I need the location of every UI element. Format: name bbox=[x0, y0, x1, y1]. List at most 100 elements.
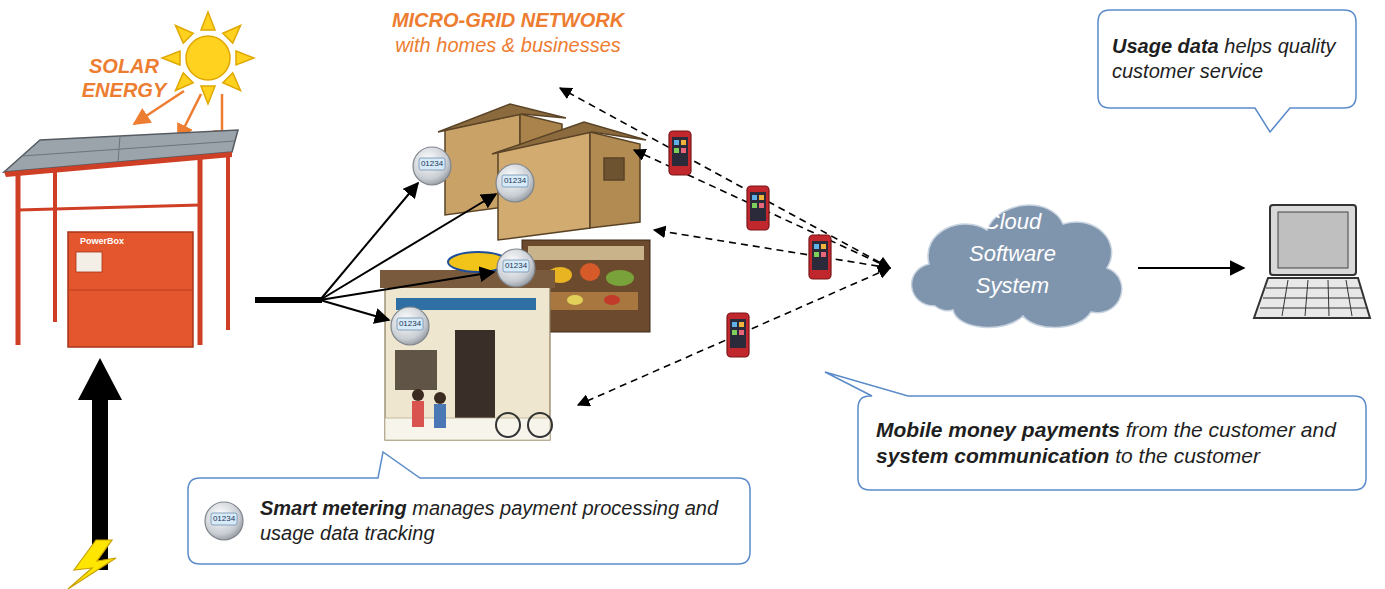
meter-reading: 01234 bbox=[397, 318, 423, 330]
phone-body bbox=[727, 313, 749, 357]
cloud-text: Cloud Software System bbox=[969, 209, 1056, 298]
callout-outline bbox=[188, 452, 750, 564]
shop-fence bbox=[385, 418, 550, 440]
callout-box: Smart metering manages payment processin… bbox=[188, 478, 750, 564]
bicycle-wheel bbox=[496, 413, 520, 437]
smart-meter bbox=[496, 164, 534, 202]
phone-app bbox=[739, 322, 744, 327]
stall-counter bbox=[548, 292, 638, 310]
phone-app bbox=[821, 252, 826, 257]
kiosk-post bbox=[16, 172, 21, 345]
shop-door bbox=[455, 330, 495, 430]
stall-awning bbox=[528, 246, 644, 260]
callout-outline bbox=[825, 372, 1366, 490]
child-figure bbox=[412, 389, 424, 401]
communication-arrow bbox=[578, 268, 890, 405]
key-row bbox=[1266, 288, 1360, 289]
cloud-shape: Cloud Software System bbox=[895, 178, 1130, 330]
cloud-outline bbox=[912, 205, 1122, 327]
supply-arrow bbox=[320, 194, 496, 300]
phone-body bbox=[669, 131, 691, 175]
mobile-phone bbox=[809, 235, 831, 279]
sun-ray bbox=[201, 12, 215, 30]
kiosk-bar bbox=[18, 205, 200, 210]
phone-app bbox=[814, 244, 819, 249]
child-figure bbox=[412, 401, 424, 427]
key-column bbox=[1328, 280, 1329, 316]
key-column bbox=[1346, 280, 1352, 316]
sun-ray bbox=[223, 73, 246, 96]
meter-reading: 01234 bbox=[502, 175, 528, 187]
network-subheading: with homes & businesses bbox=[343, 33, 673, 57]
smart-meter bbox=[391, 307, 429, 345]
child-figure bbox=[434, 392, 446, 404]
box-brand: PowerBox bbox=[80, 236, 160, 247]
sun-ray bbox=[236, 51, 254, 65]
box-sticker bbox=[76, 252, 102, 272]
panel-frame bbox=[4, 152, 232, 177]
supply-arrow bbox=[320, 300, 389, 320]
phone-screen bbox=[672, 137, 688, 166]
meter-body bbox=[391, 307, 429, 345]
meter-icon bbox=[205, 502, 243, 540]
produce bbox=[567, 295, 583, 305]
sun-ray bbox=[171, 21, 194, 44]
meter-display bbox=[211, 513, 237, 525]
box-seam bbox=[68, 290, 193, 291]
data-arrow bbox=[1138, 267, 1244, 269]
meter-display bbox=[502, 175, 528, 187]
phone-app bbox=[752, 195, 757, 200]
power-box bbox=[68, 232, 193, 347]
smart-meter bbox=[413, 147, 451, 185]
key-row bbox=[1263, 298, 1363, 299]
shop-wall bbox=[385, 286, 550, 440]
callout-text-block: Mobile money payments from the customer … bbox=[876, 417, 1348, 470]
panel-seam bbox=[118, 136, 120, 162]
solar-kiosk bbox=[4, 130, 238, 347]
bicycle-wheel bbox=[528, 413, 552, 437]
solar-heading: SOLAR ENERGY bbox=[64, 54, 184, 102]
phone-app bbox=[674, 148, 679, 153]
panel-seam bbox=[22, 141, 235, 156]
meter-reading: 01234 bbox=[419, 158, 445, 170]
communication-arrow bbox=[654, 230, 890, 268]
sun-ray bbox=[201, 86, 215, 104]
phone-app bbox=[759, 203, 764, 208]
callout-outline bbox=[1098, 10, 1356, 108]
callout-box: Mobile money payments from the customer … bbox=[858, 396, 1366, 490]
key-column bbox=[1282, 280, 1288, 316]
callout-text: from the customer and bbox=[1126, 418, 1336, 441]
produce bbox=[604, 295, 620, 305]
kiosk-post bbox=[198, 150, 203, 345]
network-heading: MICRO-GRID NETWORK bbox=[343, 8, 673, 32]
phone-screen bbox=[750, 192, 766, 221]
callout-outline bbox=[858, 396, 1366, 490]
callout-text: Mobile money payments bbox=[876, 418, 1120, 441]
mobile-phone bbox=[747, 186, 769, 230]
callout-text-block: Cloud Software System bbox=[953, 206, 1073, 302]
meter-display bbox=[503, 260, 529, 272]
laptop-icon bbox=[1254, 205, 1370, 318]
house-shack bbox=[492, 122, 646, 240]
phone-app bbox=[739, 330, 744, 335]
callout-text: Usage data bbox=[1112, 35, 1219, 57]
kiosk-post bbox=[226, 146, 230, 330]
communication-arrow bbox=[560, 88, 890, 268]
phone-app bbox=[821, 244, 826, 249]
shack-window bbox=[604, 158, 624, 180]
phone-screen bbox=[812, 241, 828, 270]
callout-text-block: Usage data helps quality customer servic… bbox=[1112, 34, 1342, 84]
callout-outline bbox=[188, 478, 750, 564]
phone-app bbox=[732, 330, 737, 335]
shack-roof bbox=[438, 104, 566, 132]
shack-side bbox=[590, 132, 640, 228]
child-figure bbox=[434, 404, 446, 428]
mobile-phone bbox=[669, 131, 691, 175]
shop-window bbox=[395, 350, 437, 390]
phone-app bbox=[814, 252, 819, 257]
phone-app bbox=[681, 140, 686, 145]
sun-disc bbox=[186, 36, 230, 80]
callout-text: Smart metering bbox=[260, 497, 407, 519]
smart-meter bbox=[497, 249, 535, 287]
